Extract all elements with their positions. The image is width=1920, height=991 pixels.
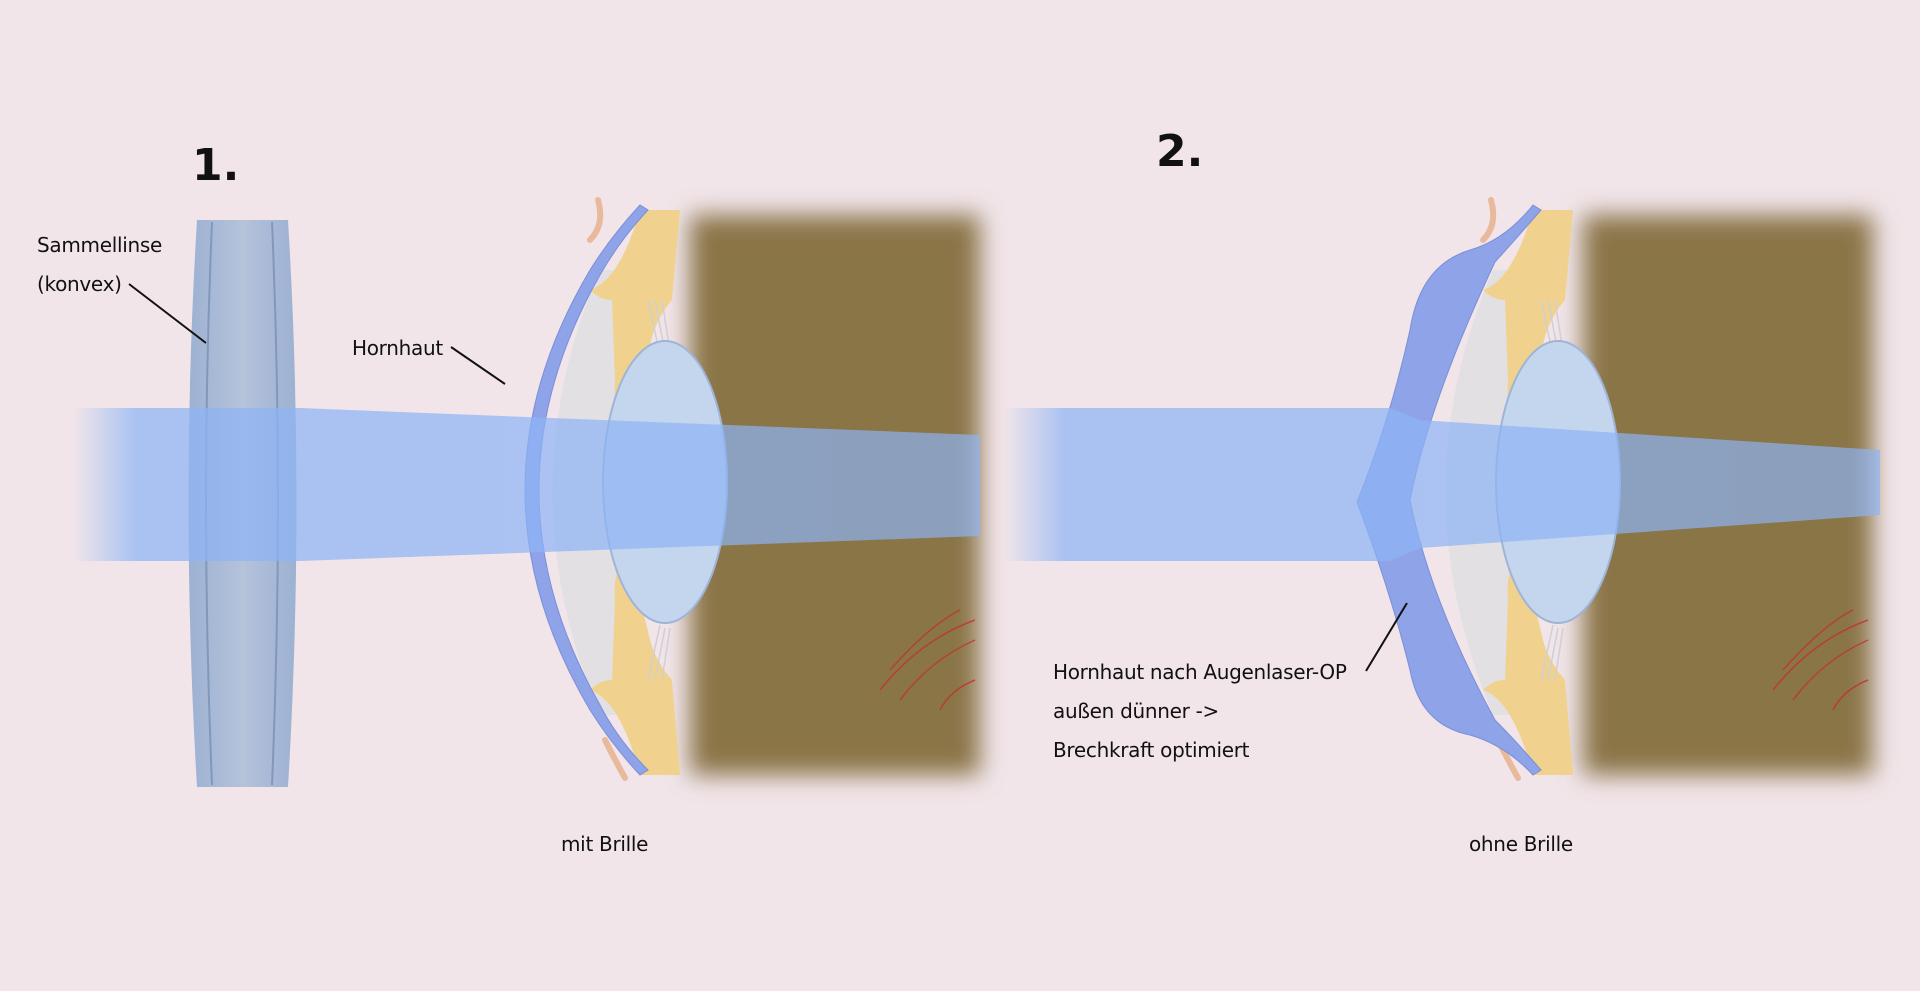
- cornea-normal: [524, 204, 649, 776]
- light-beam-1: [73, 408, 980, 561]
- panel-1-number: 1.: [192, 140, 240, 191]
- laser-cornea-label-line1: Hornhaut nach Augenlaser-OP: [1053, 660, 1347, 684]
- panel-1-eye: [524, 200, 980, 778]
- laser-cornea-label-line2: außen dünner ->: [1053, 699, 1219, 723]
- light-beam-2: [1004, 408, 1880, 561]
- lens-label-line1: Sammellinse: [37, 233, 162, 257]
- panel-2-number: 2.: [1156, 126, 1204, 177]
- lens-label-line2: (konvex): [37, 272, 122, 296]
- laser-cornea-label-line3: Brechkraft optimiert: [1053, 738, 1250, 762]
- panel-1-caption: mit Brille: [561, 832, 649, 856]
- panel-2-caption: ohne Brille: [1469, 832, 1573, 856]
- cornea-label: Hornhaut: [352, 336, 443, 360]
